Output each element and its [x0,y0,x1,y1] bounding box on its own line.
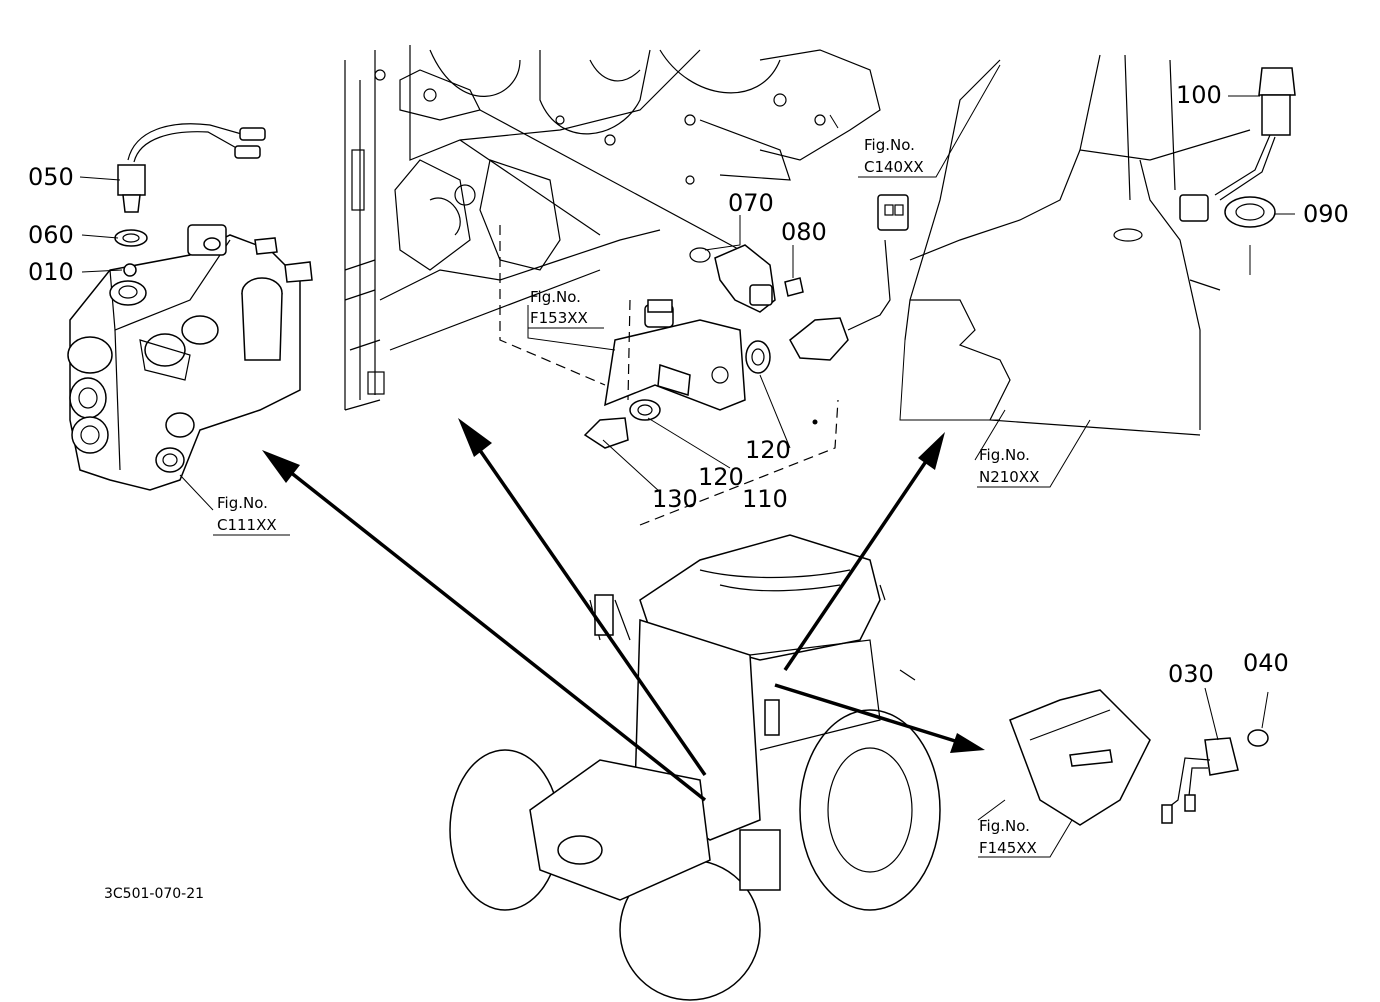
sensor-070-drawing [689,244,804,313]
arrow-head-bracket [950,733,985,753]
figref-title-f153: Fig.No. [530,288,581,306]
part-label-030: 030 [1168,660,1214,688]
arrow-head-cab [918,432,945,470]
leader-lines [79,95,1295,821]
figref-brackets [213,64,1251,858]
tractor-drawing [449,534,941,1001]
part-label-120-right: 120 [745,436,791,464]
figure-references: Fig.No. C140XX Fig.No. F153XX Fig.No. C1… [217,136,1039,857]
figref-code-c111: C111XX [217,516,277,534]
figref-title-c111: Fig.No. [217,494,268,512]
sensor-100-drawing [1179,67,1296,228]
drawing-code: 3C501-070-21 [104,886,204,902]
figref-code-c140: C140XX [864,158,924,176]
cab-panel-drawing [904,54,1251,436]
part-label-060: 060 [28,221,74,249]
pressure-switch-050-drawing [114,123,266,277]
switch-assembly-110-drawing [583,194,909,449]
part-label-120-left: 120 [698,463,744,491]
part-label-070: 070 [728,189,774,217]
figref-title-f145: Fig.No. [979,817,1030,835]
switch-bracket-030-drawing [1009,689,1269,826]
figref-code-f145: F145XX [979,839,1037,857]
part-label-040: 040 [1243,649,1289,677]
part-label-090: 090 [1303,200,1349,228]
engine-block-drawing [344,45,881,411]
figref-code-n210: N210XX [979,468,1039,486]
figref-title-n210: Fig.No. [979,446,1030,464]
part-labels: 050 060 010 070 080 100 090 120 120 130 … [28,81,1349,688]
pointer-arrows [262,418,985,802]
valve-assembly-drawing [67,224,313,491]
arrow-head-c111 [262,450,300,483]
arrow-head-engine [458,418,492,457]
part-label-080: 080 [781,218,827,246]
figref-code-f153: F153XX [530,309,588,327]
part-label-010: 010 [28,258,74,286]
figref-title-c140: Fig.No. [864,136,915,154]
part-label-100: 100 [1176,81,1222,109]
part-label-050: 050 [28,163,74,191]
part-label-130: 130 [652,485,698,513]
part-label-110: 110 [742,485,788,513]
